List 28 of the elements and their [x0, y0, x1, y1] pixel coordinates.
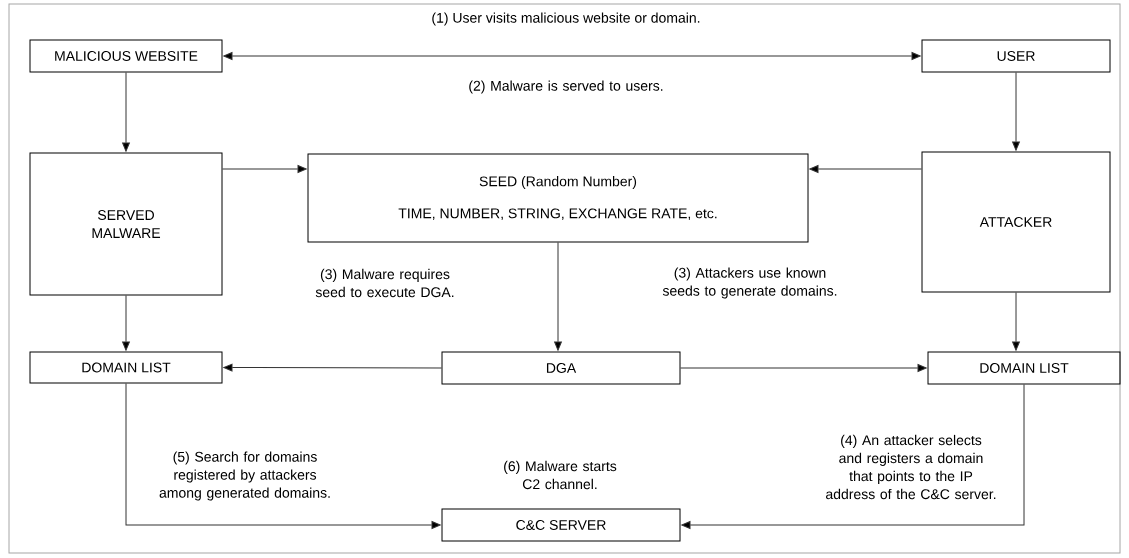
arrow [554, 242, 562, 351]
arrow [223, 363, 442, 372]
process-box: DOMAIN LIST [927, 351, 1121, 385]
process-box: SERVED MALWARE [29, 152, 223, 296]
annotation-text: (6) Malware starts C2 channel. [504, 460, 617, 490]
annotation-text: (2) Malware is served to users. [469, 80, 663, 94]
arrow [122, 72, 130, 152]
process-box: ATTACKER [921, 151, 1111, 293]
arrow [809, 165, 922, 173]
arrow [125, 383, 441, 529]
edge-label: (1) User visits malicious website or domain. [430, 11, 702, 27]
arrow [1012, 292, 1020, 351]
arrow [680, 364, 927, 372]
process-box: DOMAIN LIST [29, 351, 223, 384]
process-box: SEED (Random Number) TIME, NUMBER, STRING, EXCHANGE RATE, etc. [307, 153, 809, 243]
annotation-text: (3) Malware requires seed to execute DGA. [315, 268, 454, 298]
arrow [223, 52, 921, 60]
annotation-text: (5) Search for domains registered by attackers among generated domains. [159, 451, 330, 501]
arrow [681, 384, 1025, 529]
process-box: USER [921, 39, 1111, 73]
process-box: DGA [441, 351, 681, 385]
annotation-text: (4) An attacker selects and registers a domain that points to the IP address of the C&C server. [826, 434, 996, 500]
arrow [122, 295, 130, 351]
arrow [222, 165, 307, 173]
arrow [1012, 72, 1020, 151]
process-box: MALICIOUS WEBSITE [29, 39, 223, 73]
process-box: C&C SERVER [441, 508, 681, 542]
annotation-text: (3) Attackers use known seeds to generate domains. [662, 267, 837, 299]
